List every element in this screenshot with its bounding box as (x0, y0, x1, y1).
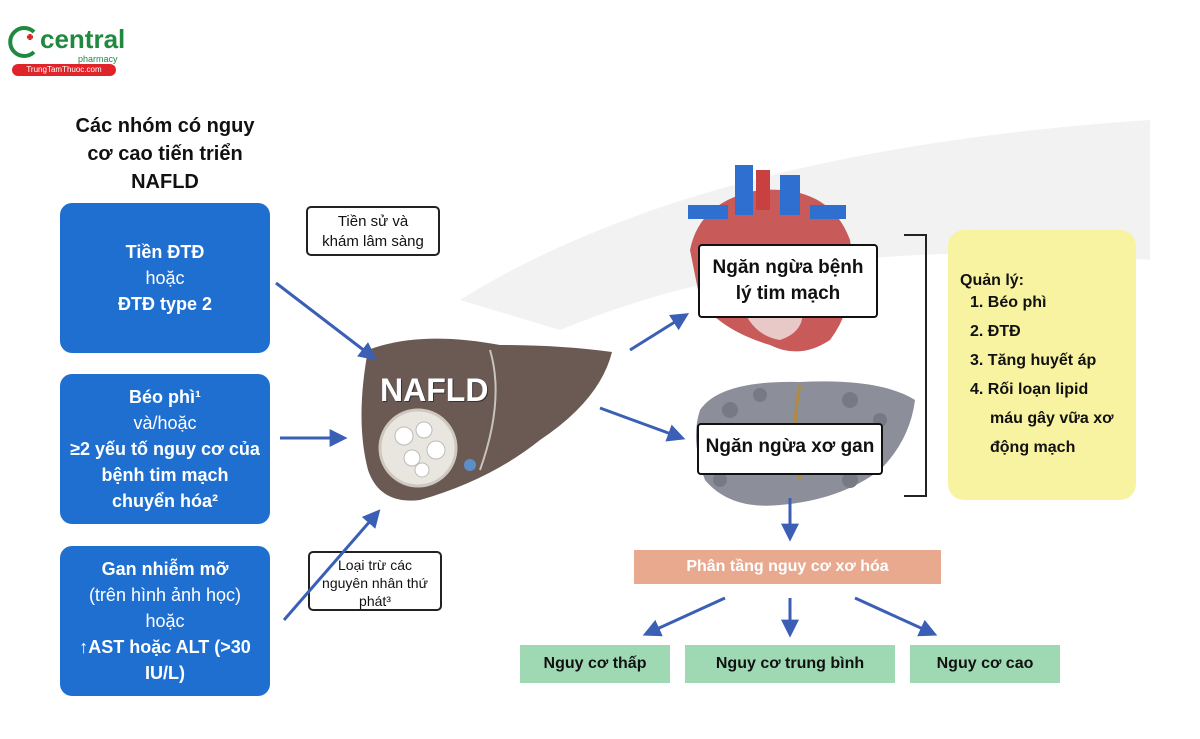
risk-line: hoặc (145, 268, 185, 288)
liver-icon (361, 338, 612, 501)
bracket (904, 234, 927, 497)
risk-line: Béo phì¹ (129, 387, 201, 407)
risk-line: và/hoặc (133, 413, 197, 433)
arrow-to-cirrhosis (599, 406, 686, 442)
heading-line: cơ cao tiến triển (87, 143, 243, 165)
risk-group-prediabetes: Tiền ĐTĐ hoặc ĐTĐ type 2 (60, 203, 270, 353)
risk-high: Nguy cơ cao (910, 645, 1060, 683)
risk-group-obesity: Béo phì¹ và/hoặc ≥2 yếu tố nguy cơ của b… (60, 374, 270, 524)
risk-line: IU/L) (145, 663, 185, 683)
note-exclude-causes: Loại trừ các nguyên nhân thứ phát³ (308, 551, 442, 611)
risk-line: ≥2 yếu tố nguy cơ của (70, 439, 260, 459)
management-item: 4. Rối loạn lipid (970, 381, 1089, 398)
risk-line: (trên hình ảnh học) (88, 585, 242, 605)
logo-mark-icon (8, 26, 36, 58)
liver-label: NAFLD (380, 372, 489, 408)
risk-line: bệnh tim mạch (101, 465, 229, 485)
risk-group-steatosis: Gan nhiễm mỡ (trên hình ảnh học) hoặc ↑A… (60, 546, 270, 696)
risk-line: ↑AST hoặc ALT (>30 (79, 637, 251, 657)
management-title: Quản lý: (960, 272, 1025, 289)
target-cirrhosis: Ngăn ngừa xơ gan (697, 423, 883, 475)
management-box: Quản lý: 1. Béo phì 2. ĐTĐ 3. Tăng huyết… (948, 230, 1136, 500)
risk-line: ĐTĐ type 2 (117, 294, 213, 314)
note-line: Loại trừ các (338, 557, 412, 573)
note-line: nguyên nhân thứ (322, 575, 428, 591)
risk-line: Tiền ĐTĐ (125, 242, 205, 262)
management-item: 1. Béo phì (970, 294, 1047, 311)
logo (6, 18, 126, 78)
management-item: 3. Tăng huyết áp (970, 352, 1097, 369)
note-line: Tiền sử và (337, 213, 409, 230)
target-line: Ngăn ngừa bệnh (712, 257, 864, 278)
risk-line: Gan nhiễm mỡ (101, 559, 229, 579)
management-item: động mạch (990, 439, 1076, 456)
diagram-heading: Các nhóm có nguy cơ cao tiến triển NAFLD (60, 112, 270, 196)
arrow-history (275, 281, 377, 361)
target-line: lý tim mạch (735, 283, 841, 304)
heading-line: NAFLD (131, 171, 199, 193)
arrow-to-high (854, 596, 938, 637)
logo-url: TrungTamThuoc.com (12, 64, 116, 76)
arrow-to-cv (629, 313, 690, 352)
arrow-to-low (642, 596, 726, 637)
risk-line: hoặc (145, 611, 185, 631)
risk-low: Nguy cơ thấp (520, 645, 670, 683)
target-cardiovascular: Ngăn ngừa bệnh lý tim mạch (698, 244, 878, 318)
management-item: máu gây vữa xơ (990, 410, 1114, 427)
risk-line: chuyển hóa² (111, 491, 218, 511)
heading-line: Các nhóm có nguy (75, 115, 255, 137)
risk-medium: Nguy cơ trung bình (685, 645, 895, 683)
logo-subtitle: pharmacy (78, 54, 118, 64)
logo-brand: central (40, 24, 126, 54)
note-history-exam: Tiền sử và khám lâm sàng (306, 206, 440, 256)
management-item: 2. ĐTĐ (970, 323, 1021, 340)
fibrosis-risk-stratification: Phân tầng nguy cơ xơ hóa (634, 550, 941, 584)
arrow-steatosis (282, 509, 381, 621)
note-line: khám lâm sàng (322, 233, 424, 250)
note-line: phát³ (359, 593, 391, 609)
